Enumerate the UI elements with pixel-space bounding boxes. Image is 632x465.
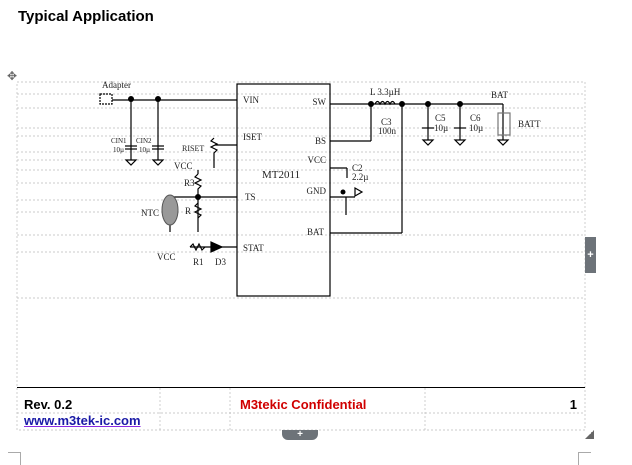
label-c3: C3 xyxy=(381,117,392,127)
chip-name: MT2011 xyxy=(262,169,300,181)
label-vcc: VCC xyxy=(174,161,193,171)
label-c3-value: 100n xyxy=(378,126,397,136)
ntc-thermistor xyxy=(161,194,179,226)
label-d3: D3 xyxy=(215,257,226,267)
website-link[interactable]: www.m3tek-ic.com xyxy=(24,413,141,428)
footer-divider xyxy=(17,387,585,388)
label-cin2: CIN2 xyxy=(136,137,152,145)
label-c6-value: 10µ xyxy=(469,123,483,133)
junction-dots xyxy=(128,96,463,200)
label-vcc-stat: VCC xyxy=(157,252,176,262)
table-resize-handle[interactable] xyxy=(585,430,594,439)
pin-ts: TS xyxy=(245,192,256,202)
table-gridlines xyxy=(16,81,586,431)
pin-gnd: GND xyxy=(307,186,327,196)
label-cin2-value: 10µ xyxy=(139,146,150,154)
label-c5: C5 xyxy=(435,113,446,123)
pin-bs: BS xyxy=(315,136,326,146)
revision-label: Rev. 0.2 xyxy=(24,397,73,412)
label-c6: C6 xyxy=(470,113,481,123)
page-corner-mark-right xyxy=(578,452,591,465)
label-c5-value: 10µ xyxy=(434,123,448,133)
label-c2-value: 2.2µ xyxy=(352,172,368,182)
label-c2: C2 xyxy=(352,163,363,173)
page-number: 1 xyxy=(569,397,577,412)
label-adapter: Adapter xyxy=(102,80,131,90)
confidential-label: M3tekic Confidential xyxy=(240,397,367,412)
section-heading: Typical Application xyxy=(18,8,154,25)
pin-sw: SW xyxy=(313,97,327,107)
add-column-button[interactable]: + xyxy=(585,237,596,273)
label-r1: R1 xyxy=(193,257,204,267)
label-bat: BAT xyxy=(491,90,509,100)
pin-stat: STAT xyxy=(243,243,264,253)
label-inductor: L 3.3µH xyxy=(370,87,401,97)
add-row-button[interactable]: + xyxy=(282,430,318,440)
pin-vin: VIN xyxy=(243,95,259,105)
pin-vcc: VCC xyxy=(307,155,326,165)
pin-bat: BAT xyxy=(307,227,325,237)
pin-iset: ISET xyxy=(243,132,263,142)
table-move-handle[interactable]: ✥ xyxy=(6,69,18,83)
label-cin1: CIN1 xyxy=(111,137,127,145)
wires xyxy=(99,83,511,297)
label-r: R xyxy=(185,206,191,216)
label-r3: R3 xyxy=(184,178,195,188)
label-batt: BATT xyxy=(518,119,541,129)
page-corner-mark-left xyxy=(8,452,21,465)
label-ntc: NTC xyxy=(141,208,159,218)
label-riset: RISET xyxy=(182,144,204,153)
label-cin1-value: 10µ xyxy=(113,146,124,154)
